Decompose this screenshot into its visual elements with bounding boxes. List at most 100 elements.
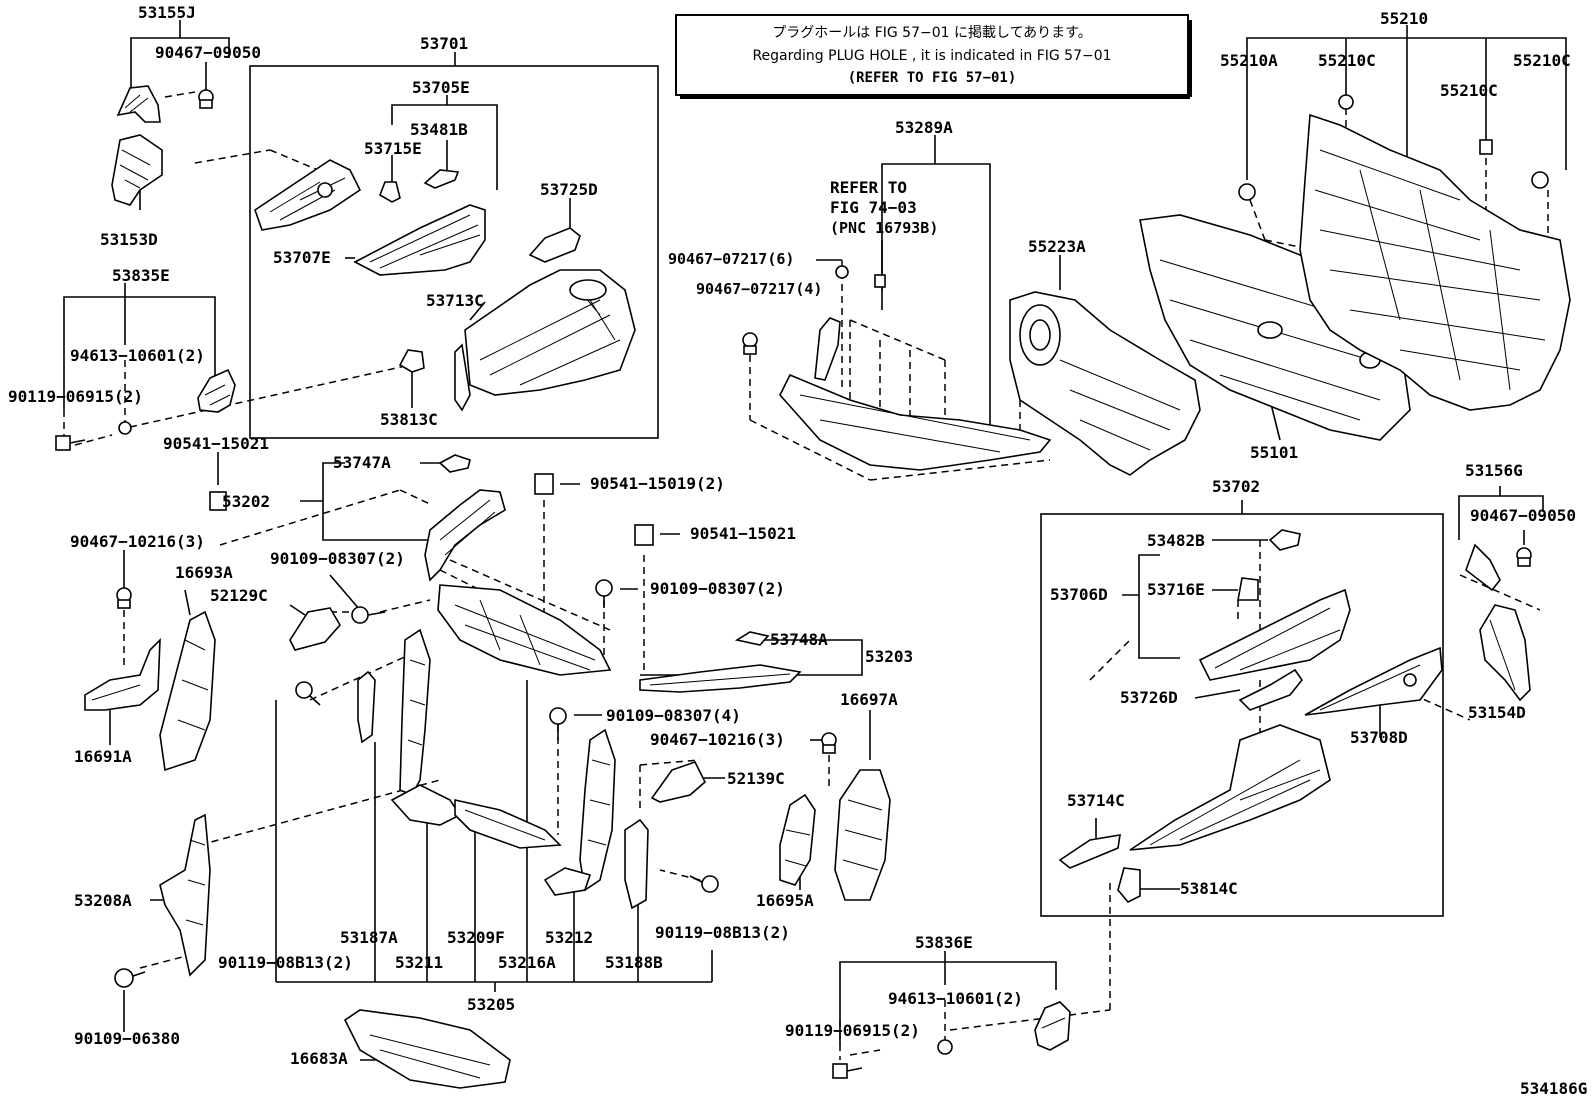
label-90467-09050-b: 90467−09050 [1470,506,1576,525]
label-53205: 53205 [467,995,515,1014]
part-53715E [379,181,401,203]
label-53715E: 53715E [364,139,422,158]
part-90541-15021-a [209,491,227,511]
part-53154D [1479,604,1531,702]
label-53155J: 53155J [138,3,196,22]
label-53702: 53702 [1212,477,1260,496]
part-53705E [353,204,486,276]
label-90467-10216-a: 90467−10216(3) [70,532,205,551]
label-53706D: 53706D [1050,585,1108,604]
label-90541-15021-a: 90541−15021 [163,434,269,453]
part-53208A [159,813,211,977]
label-52129C: 52129C [210,586,268,605]
label-90467-07217-4: 90467−07217(4) [696,280,822,298]
part-53714C [1058,724,1331,869]
part-16683A [343,1009,511,1089]
label-90109-08307-b: 90109−08307(2) [650,579,785,598]
label-90119-06915-b: 90119−06915(2) [785,1021,920,1040]
label-16683A: 16683A [290,1049,348,1068]
part-90119-08B13-b [689,875,719,893]
part-90541-15021-b [634,524,654,546]
part-53203 [639,664,802,693]
label-53748A: 53748A [770,630,828,649]
label-53726D: 53726D [1120,688,1178,707]
part-53747A [438,454,471,473]
part-53725D [528,227,581,263]
part-53212 [543,728,616,896]
part-53706D [1198,588,1351,681]
label-53747A: 53747A [333,453,391,472]
refer-line-2: FIG 74−03 [830,198,917,217]
label-90109-06380: 90109−06380 [74,1029,180,1048]
label-16691A: 16691A [74,747,132,766]
notice-line-2: Regarding PLUG HOLE , it is indicated in… [752,48,1111,64]
part-16691A [84,637,161,711]
label-52139C: 52139C [727,769,785,788]
label-90467-10216-b: 90467−10216(3) [650,730,785,749]
label-55210: 55210 [1380,9,1428,28]
diagram-id: 534186G [1520,1079,1587,1098]
label-53705E: 53705E [412,78,470,97]
label-16697A: 16697A [840,690,898,709]
label-53836E: 53836E [915,933,973,952]
label-53153D: 53153D [100,230,158,249]
part-90109-08307-b [595,579,613,608]
part-90119-08B13-a [295,681,321,706]
label-53289A: 53289A [895,118,953,137]
part-55223A [1009,291,1201,476]
parts [55,85,1571,1089]
label-53482B: 53482B [1147,531,1205,550]
part-53155J [116,85,214,123]
label-90119-06915-a: 90119−06915(2) [8,387,143,406]
label-53212: 53212 [545,928,593,947]
label-55223A: 55223A [1028,237,1086,256]
part-53202 [424,489,506,582]
refer-line-3: (PNC 16793B) [830,219,938,237]
part-53216A-support [437,584,612,676]
part-16697A [834,769,891,901]
part-53482B [1268,529,1301,551]
part-53813C [398,349,425,373]
notice-line-1: プラグホールは FIG 57−01 に掲載してあります。 [772,25,1092,41]
label-53716E: 53716E [1147,580,1205,599]
label-90541-15021-b: 90541−15021 [690,524,796,543]
label-90109-08307-a: 90109−08307(2) [270,549,405,568]
label-53209F: 53209F [447,928,505,947]
part-53707E [254,159,362,231]
label-53202: 53202 [222,492,270,511]
part-53211 [399,628,431,797]
refer-line-1: REFER TO [830,178,907,197]
label-90467-07217-6: 90467−07217(6) [668,250,794,268]
part-53836E [832,1001,1071,1079]
part-52139C [650,761,706,803]
group-frame-53701 [249,65,659,439]
part-90467-10216-b [821,732,837,754]
label-53713C: 53713C [426,291,484,310]
leader-lines [63,20,1567,1061]
part-53188B [624,818,649,910]
part-53713C [454,269,636,412]
label-53813C: 53813C [380,410,438,429]
label-16693A: 16693A [175,563,233,582]
label-53714C: 53714C [1067,791,1125,810]
label-90119-08B13-a: 90119−08B13(2) [218,953,353,972]
part-53481B [423,169,460,189]
label-90119-08B13-b: 90119−08B13(2) [655,923,790,942]
label-55210C-a: 55210C [1318,51,1376,70]
label-53814C: 53814C [1180,879,1238,898]
notice-box: プラグホールは FIG 57−01 に掲載してあります。 Regarding P… [675,14,1192,99]
part-53814C [1117,867,1141,903]
part-90109-08307-a [549,707,567,740]
part-53187A [357,670,376,744]
label-94613-10601-b: 94613−10601(2) [888,989,1023,1008]
label-90109-08307-c: 90109−08307(4) [606,706,741,725]
part-52129C [289,606,386,651]
part-90467-10216-a [116,587,132,609]
part-53153D [111,134,163,206]
part-16693A [159,610,216,772]
part-90109-06380 [114,968,146,988]
label-53701: 53701 [420,34,468,53]
labels: 53155J 90467−09050 53153D 53835E 94613−1… [8,3,1587,1098]
